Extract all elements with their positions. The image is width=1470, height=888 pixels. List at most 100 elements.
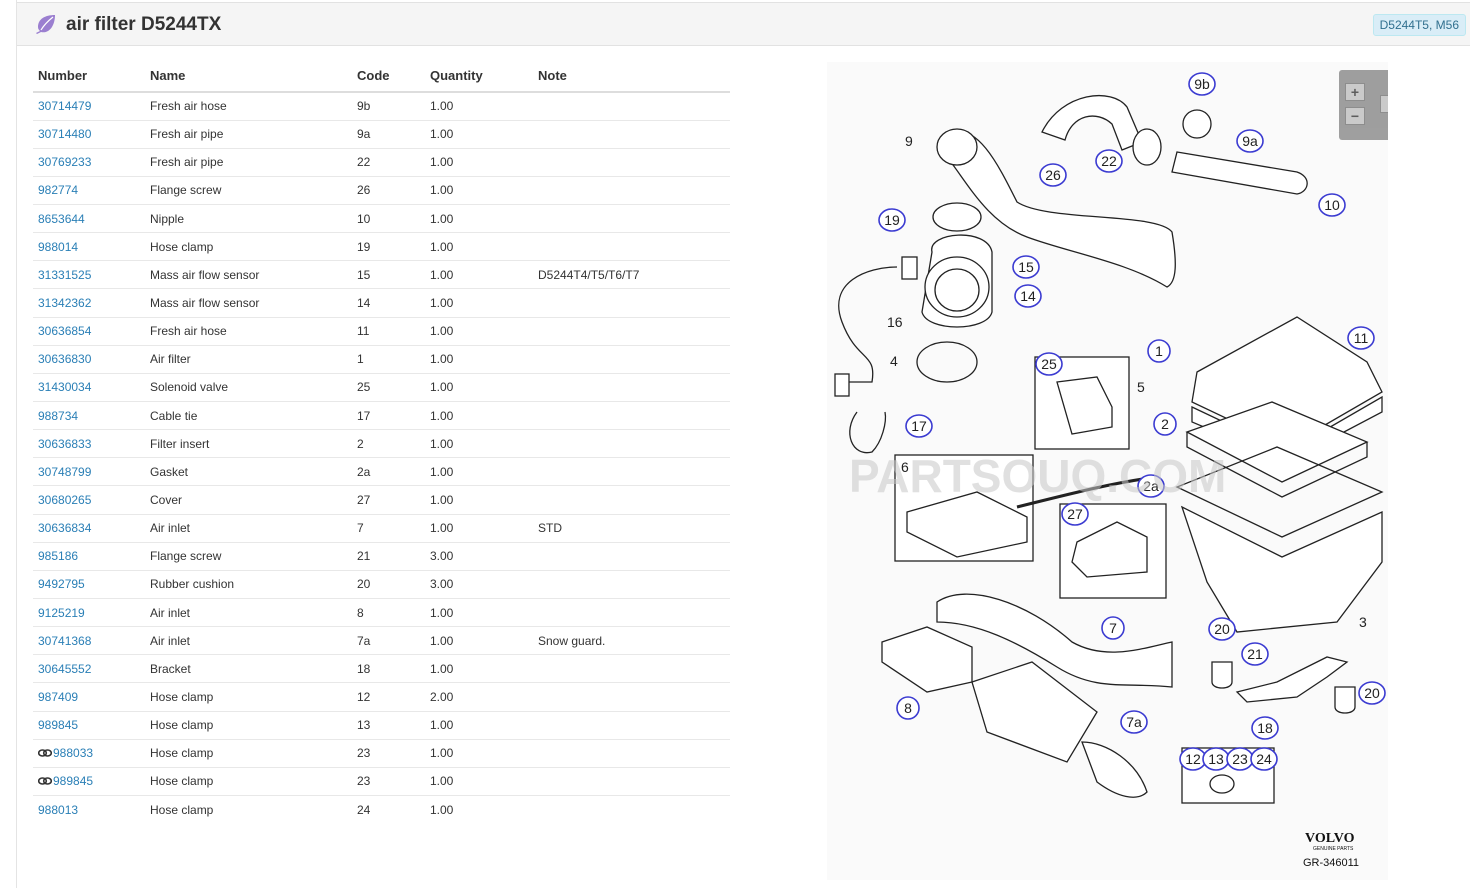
callout-13[interactable]: 13 (1202, 747, 1230, 771)
part-number-link[interactable]: 988014 (38, 239, 79, 254)
part-number-link[interactable]: 989845 (38, 774, 93, 788)
part-number-link[interactable]: 988033 (38, 746, 93, 760)
part-code: 19 (352, 232, 425, 261)
callout-2a[interactable]: 2a (1137, 474, 1165, 498)
diagram-ref: GR-346011 (1303, 857, 1359, 869)
callout-23[interactable]: 23 (1226, 747, 1254, 771)
callout-20[interactable]: 20 (1358, 681, 1386, 705)
svg-text:11: 11 (1354, 330, 1369, 346)
part-code: 14 (352, 288, 425, 318)
part-number-link[interactable]: 988734 (38, 408, 79, 423)
zoom-in-button[interactable]: + (1345, 83, 1365, 101)
callout-7[interactable]: 7 (1101, 616, 1125, 640)
part-number-link[interactable]: 30636854 (38, 324, 92, 339)
part-number-link[interactable]: 982774 (38, 183, 79, 198)
part-note (533, 766, 730, 796)
part-number-link[interactable]: 9125219 (38, 605, 85, 620)
svg-text:23: 23 (1232, 751, 1248, 767)
brand-sub: GENUINE PARTS (1313, 846, 1354, 852)
callout-12[interactable]: 12 (1179, 747, 1207, 771)
callout-15[interactable]: 15 (1012, 255, 1040, 279)
part-quantity: 1.00 (425, 288, 533, 318)
part-name: Air inlet (145, 626, 352, 655)
callout-10[interactable]: 10 (1318, 193, 1346, 217)
part-number-link[interactable]: 30636834 (38, 521, 92, 536)
part-number-link[interactable]: 30636830 (38, 352, 92, 367)
callout-8[interactable]: 8 (896, 696, 920, 720)
callout-19[interactable]: 19 (878, 208, 906, 232)
part-quantity: 2.00 (425, 682, 533, 712)
pan-left-icon[interactable]: ‹ (1380, 95, 1388, 113)
part-number-link[interactable]: 30714480 (38, 127, 92, 142)
part-number-link[interactable]: 31342362 (38, 296, 92, 311)
part-note (533, 147, 730, 177)
callout-18[interactable]: 18 (1251, 716, 1279, 740)
part-number-link[interactable]: 30636833 (38, 436, 92, 451)
part-note (533, 710, 730, 740)
part-number-link[interactable]: 987409 (38, 690, 79, 705)
part-number-link[interactable]: 31430034 (38, 380, 92, 395)
callout-1[interactable]: 1 (1147, 339, 1171, 363)
part-note (533, 204, 730, 233)
part-note (533, 738, 730, 768)
part-name: Fresh air pipe (145, 147, 352, 177)
callout-2[interactable]: 2 (1153, 412, 1177, 436)
part-number-link[interactable]: 8653644 (38, 211, 85, 226)
part-number-link[interactable]: 30748799 (38, 464, 92, 479)
part-number-link[interactable]: 989845 (38, 718, 79, 733)
callout-9b[interactable]: 9b (1188, 72, 1216, 96)
callout-20[interactable]: 20 (1208, 617, 1236, 641)
part-number-link[interactable]: 30714479 (38, 99, 92, 114)
callout-16: 16 (887, 314, 903, 330)
part-name: Air inlet (145, 598, 352, 627)
zoom-out-button[interactable]: − (1345, 107, 1365, 125)
callout-24[interactable]: 24 (1250, 747, 1278, 771)
part-number-link[interactable]: 988013 (38, 802, 79, 817)
callout-14[interactable]: 14 (1014, 284, 1042, 308)
part-note (533, 682, 730, 712)
part-number-link[interactable]: 30680265 (38, 493, 92, 508)
part-quantity: 1.00 (425, 91, 533, 121)
part-number-link[interactable]: 30769233 (38, 155, 92, 170)
part-note (533, 569, 730, 599)
callout-25[interactable]: 25 (1035, 352, 1063, 376)
part-number-link[interactable]: 30645552 (38, 661, 92, 676)
part-code: 9a (352, 119, 425, 149)
part-name: Cable tie (145, 401, 352, 430)
svg-text:20: 20 (1214, 621, 1230, 637)
svg-text:2a: 2a (1143, 478, 1159, 494)
part-note (533, 485, 730, 515)
part-code: 18 (352, 654, 425, 683)
callout-17[interactable]: 17 (905, 414, 933, 438)
part-code: 20 (352, 569, 425, 599)
part-quantity: 1.00 (425, 766, 533, 796)
part-name: Hose clamp (145, 682, 352, 712)
callout-26[interactable]: 26 (1039, 163, 1067, 187)
callout-22[interactable]: 22 (1095, 149, 1123, 173)
part-quantity: 3.00 (425, 569, 533, 599)
part-number-link[interactable]: 985186 (38, 549, 79, 564)
part-number-link[interactable]: 30741368 (38, 633, 92, 648)
part-quantity: 1.00 (425, 344, 533, 374)
callout-11[interactable]: 11 (1347, 326, 1375, 350)
callout-9a[interactable]: 9a (1236, 129, 1264, 153)
leaf-icon (36, 15, 55, 34)
callout-7a[interactable]: 7a (1120, 710, 1148, 734)
col-number: Number (33, 60, 145, 93)
svg-text:14: 14 (1020, 288, 1036, 304)
part-quantity: 3.00 (425, 541, 533, 571)
callout-21[interactable]: 21 (1241, 642, 1269, 666)
part-number-link[interactable]: 31331525 (38, 267, 92, 282)
part-note (533, 288, 730, 318)
callout-27[interactable]: 27 (1061, 502, 1089, 526)
part-code: 1 (352, 344, 425, 374)
part-number-link[interactable]: 9492795 (38, 577, 85, 592)
